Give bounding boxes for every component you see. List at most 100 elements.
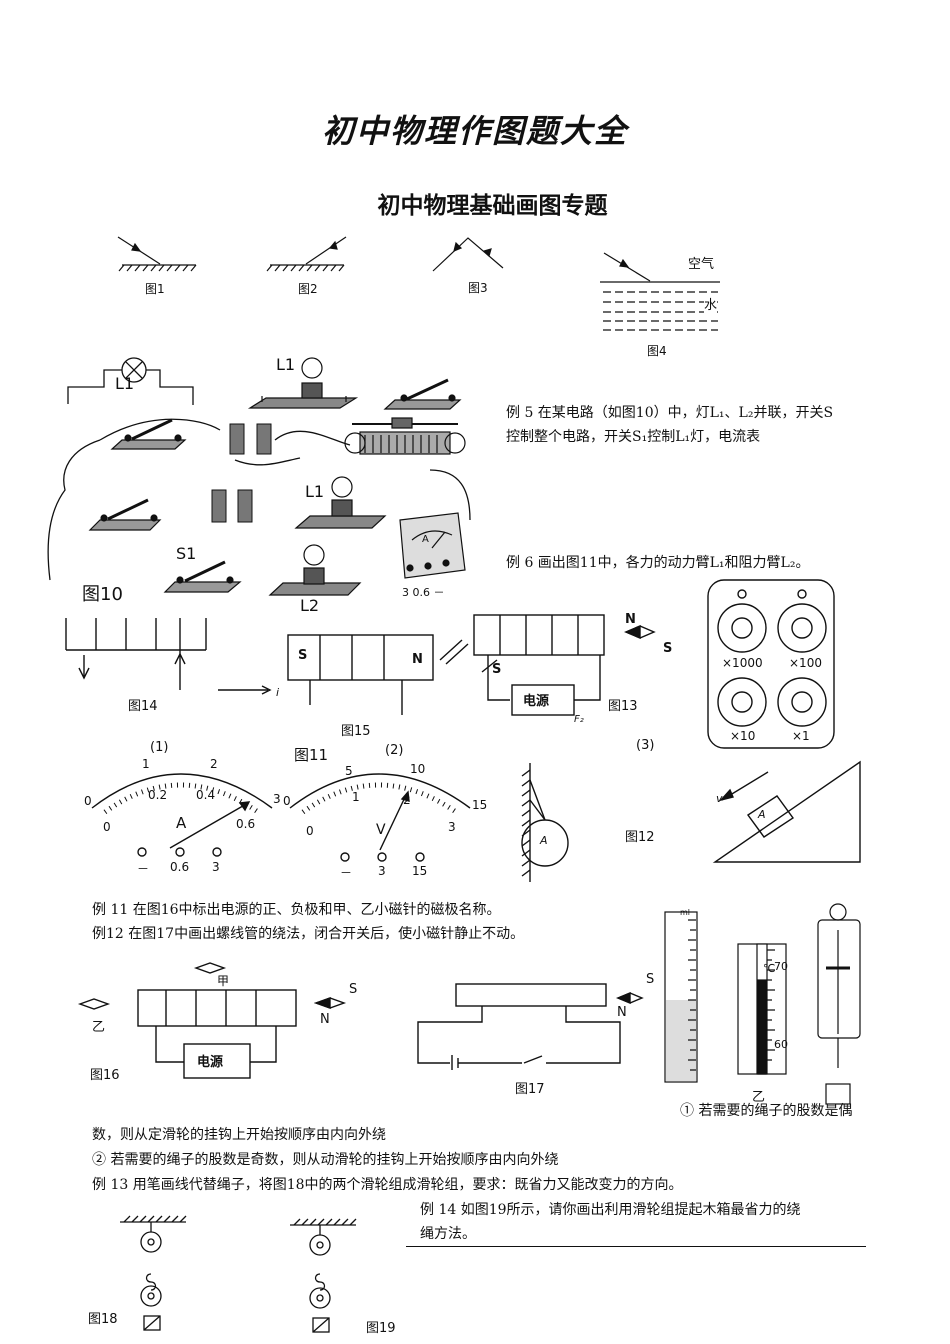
page-title: 初中物理作图题大全 (321, 112, 628, 150)
dial-x100: ×100 (789, 656, 822, 670)
meter2-term-1: 3 (378, 864, 386, 878)
page-subtitle: 初中物理基础画图专题 (377, 193, 608, 219)
meter1-term-1: 0.6 (170, 860, 190, 874)
fig10-caption: 图10 (82, 584, 123, 605)
thermo-unit: ℃ (763, 962, 776, 975)
label-l1-c: L1 (305, 482, 325, 501)
fig2-caption: 图2 (298, 282, 318, 296)
fig15-caption: 图15 (341, 724, 371, 739)
air-label: 空气 (688, 257, 715, 272)
dial-x1: ×1 (792, 729, 810, 743)
meter2-bottom-3: 3 (448, 820, 456, 834)
meter1-top-1: 1 (142, 757, 150, 771)
fig17-s: S (646, 972, 655, 987)
label-l2: L2 (300, 596, 320, 615)
fig13-s: S (663, 641, 673, 656)
fig15-n: N (412, 652, 423, 667)
thermo-70: 70 (774, 960, 788, 973)
label-l1-b: L1 (276, 355, 296, 374)
meter2-top-2: 10 (410, 762, 426, 776)
meter2-top-3: 15 (472, 798, 488, 812)
incline-velocity: v (716, 792, 723, 805)
meter1-bottom-2: 0.4 (196, 788, 216, 802)
lamp-board-l1-top (247, 357, 359, 409)
incline-box-label: A (758, 808, 766, 821)
meter2-index: (2) (385, 743, 404, 758)
meter2-top-1: 5 (345, 764, 353, 778)
switch-top-right (383, 378, 462, 410)
dial-x10: ×10 (730, 729, 756, 743)
fig3-caption: 图3 (468, 281, 488, 295)
meter2-unit: V (376, 822, 386, 838)
fig13-n: N (625, 612, 636, 627)
example-11: 例 11 在图16中标出电源的正、负极和甲、乙小磁针的磁极名称。 (92, 902, 501, 918)
battery-pair-top (229, 423, 272, 455)
meter2-bottom-2: 2 (403, 793, 411, 807)
meter1-top-0: 0 (84, 794, 92, 808)
example-13: 例 13 用笔画线代替绳子，将图18中的两个滑轮组成滑轮组，要求：既省力又能改变… (92, 1177, 683, 1193)
meter3-index: (3) (636, 738, 655, 753)
meter1-bottom-1: 0.2 (148, 788, 168, 802)
switch-lower-left (88, 498, 162, 531)
ammeter-terminals: 3 0.6 － (402, 586, 445, 599)
example-5-line1: 例 5 在某电路（如图10）中，灯L₁、L₂并联，开关S (506, 405, 834, 421)
thermo-60: 60 (774, 1038, 788, 1051)
cylinder-unit: ml (680, 908, 691, 917)
fig1-caption: 图1 (145, 282, 165, 296)
graduated-cylinder (664, 911, 698, 1083)
water-label: 水 (704, 294, 718, 313)
dial-x1000: ×1000 (722, 656, 763, 670)
pendulum (521, 763, 569, 882)
fig13-f2: F₂ (574, 714, 584, 725)
meter2-top-0: 0 (283, 794, 291, 808)
fig13-s-switch: S (492, 662, 502, 677)
pendulum-ball-label: A (540, 834, 548, 847)
meter1-term-2: 3 (212, 860, 220, 874)
switch-mid-left (110, 418, 187, 450)
fig3-diagram (432, 237, 504, 272)
ammeter-small-label: A (422, 534, 429, 545)
fig2-diagram (266, 236, 347, 272)
meter1-term-0: － (137, 862, 150, 876)
fig16-s: S (349, 982, 358, 997)
meter1-unit: A (176, 814, 187, 832)
rheostat (344, 417, 466, 455)
meter1-index: (1) (150, 740, 169, 755)
example-12: 例12 在图17中画出螺线管的绕法，闭合开关后，使小磁针静止不动。 (92, 926, 525, 942)
meter1-bottom-3: 0.6 (236, 817, 256, 831)
note-2: ② 若需要的绳子的股数是奇数，则从动滑轮的挂钩上开始按顺序由内向外绕 (92, 1152, 559, 1168)
thermo-yi: 乙 (752, 1090, 766, 1105)
meter2-bottom-1: 1 (352, 790, 360, 804)
lamp-board-l2 (268, 544, 362, 596)
fig16-power: 电源 (197, 1055, 224, 1070)
meter2-term-0: － (340, 866, 353, 880)
fig16-jia: 甲 (217, 974, 230, 988)
label-s1: S1 (176, 544, 197, 563)
fig17-n: N (617, 1005, 627, 1020)
fig17-caption: 图17 (515, 1082, 545, 1097)
fig19-caption: 图19 (366, 1321, 396, 1336)
fig1-diagram (117, 236, 197, 272)
meter2-bottom-0: 0 (306, 824, 314, 838)
example-5-line2: 控制整个电路，开关S₁控制L₁灯，电流表 (506, 429, 761, 445)
fig16-n: N (320, 1012, 330, 1027)
label-l1-a: L1 (115, 374, 135, 393)
example-14-line1: 例 14 如图19所示，请你画出利用滑轮组提起木箱最省力的绕 (420, 1202, 801, 1218)
fig13-power: 电源 (523, 694, 550, 709)
meter1-bottom-0: 0 (103, 820, 111, 834)
fig16-yi: 乙 (92, 1020, 106, 1035)
fig4-caption: 图4 (647, 344, 667, 358)
answer-line (406, 1246, 866, 1247)
example-6: 例 6 画出图11中，各力的动力臂L₁和阻力臂L₂。 (506, 555, 810, 571)
fig14-caption: 图14 (128, 699, 158, 714)
switch-s1 (163, 560, 242, 593)
spring-scale (817, 903, 861, 1105)
fig15-s: S (298, 648, 308, 663)
fig13-caption: 图13 (608, 699, 638, 714)
incline (712, 760, 861, 863)
fig16-caption: 图16 (90, 1068, 120, 1083)
note-1a: ① 若需要的绳子的股数是偶 (680, 1103, 853, 1119)
ammeter-device (399, 512, 466, 579)
meter1-top-3: 3 (273, 792, 281, 806)
fig12-caption: 图12 (625, 830, 655, 845)
